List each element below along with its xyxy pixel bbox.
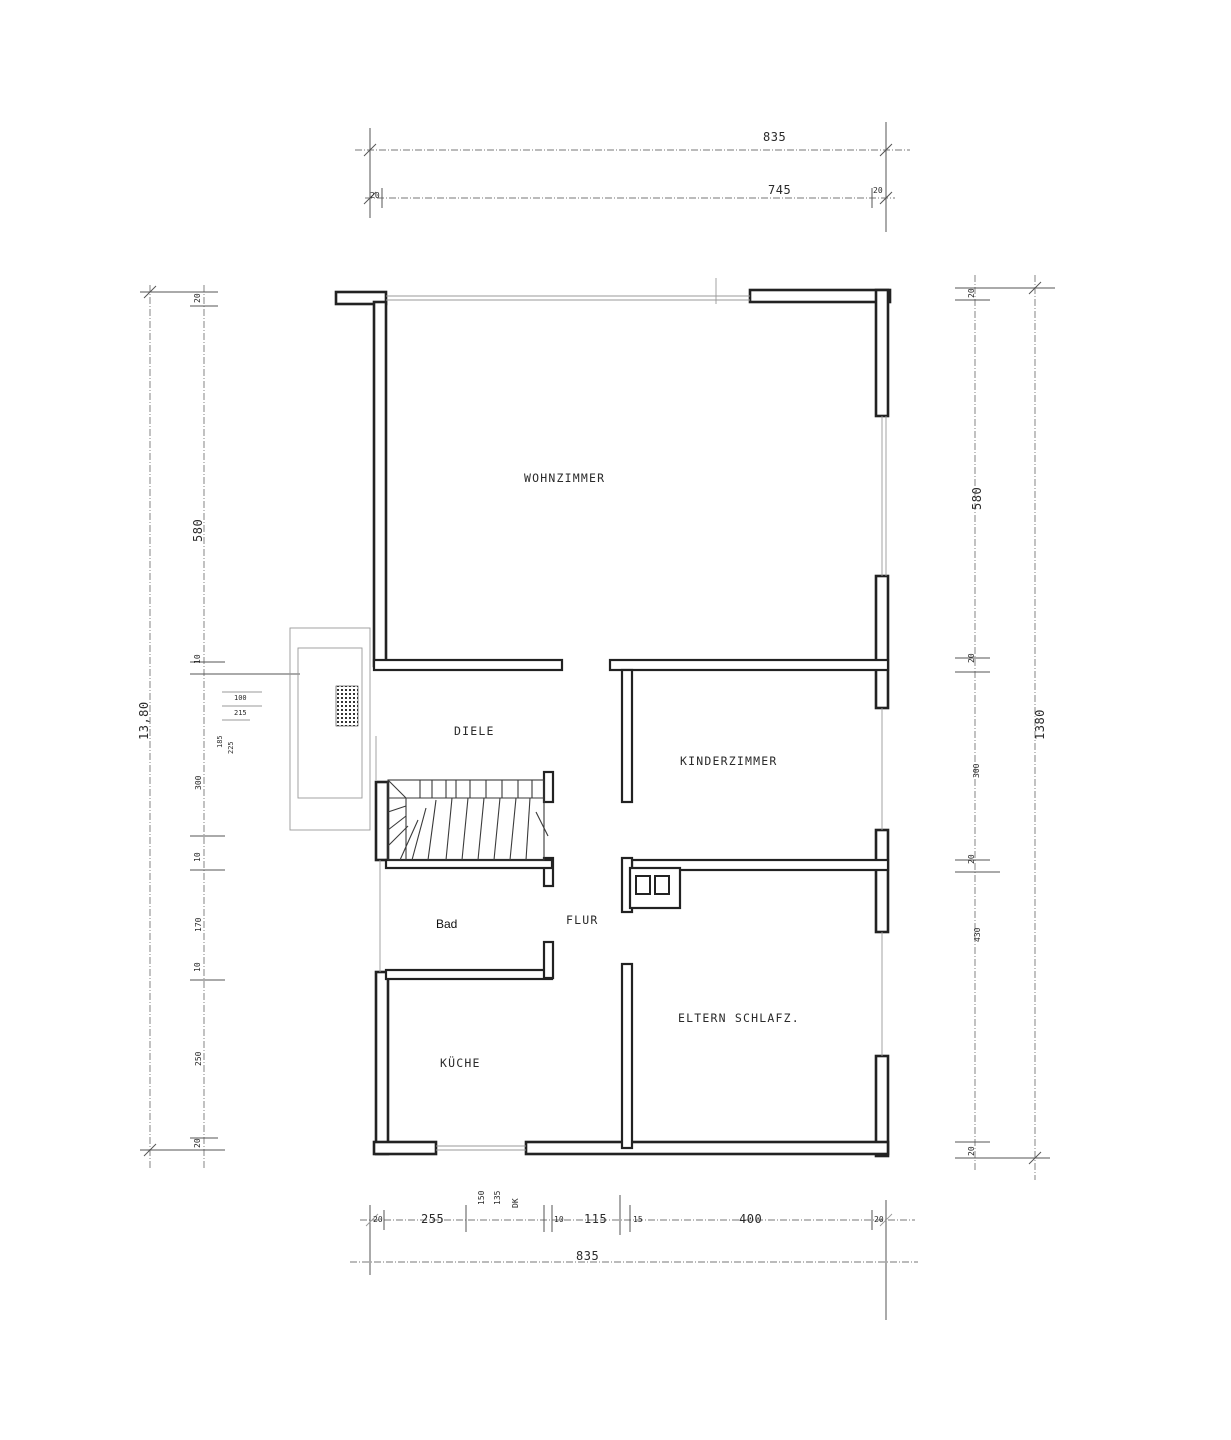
- left-stair-labels: 100 215 185 225: [216, 694, 247, 754]
- bottom-dim-seg-6: 20: [874, 1215, 884, 1224]
- room-label-eltern: ELTERN SCHLAFZ.: [678, 1011, 800, 1025]
- left-dim-seg-8: 20: [193, 1138, 202, 1148]
- left-dim-seg-5: 170: [194, 917, 203, 932]
- bottom-window-labels: 150 135 DK: [477, 1190, 520, 1208]
- top-left-wall-dimension: 20: [370, 191, 380, 200]
- left-dim-seg-6: 10: [193, 962, 202, 972]
- stair-label-3: 225: [227, 741, 235, 754]
- right-dim-seg-0: 20: [967, 288, 976, 298]
- window-lines: [375, 278, 887, 1151]
- right-segment-labels: 20 580 20 300 20 430 20: [967, 288, 984, 1156]
- bottom-dim-seg-3: 115: [584, 1212, 607, 1226]
- left-dim-seg-7: 250: [194, 1051, 203, 1066]
- bottom-segment-labels: 20 255 10 115 15 400 20: [373, 1212, 884, 1226]
- left-dim-seg-4: 10: [193, 852, 202, 862]
- room-label-wohnzimmer: WOHNZIMMER: [524, 471, 605, 485]
- room-label-flur: FLUR: [566, 913, 599, 927]
- staircase: [387, 779, 549, 861]
- interior-walls: [372, 658, 890, 1150]
- right-total-dimension: 1380: [1033, 709, 1047, 740]
- stair-label-0: 100: [234, 694, 247, 702]
- left-dim-seg-0: 20: [193, 293, 202, 303]
- window-width-label: 150: [477, 1190, 486, 1205]
- top-right-wall-dimension: 20: [873, 186, 883, 195]
- right-dim-seg-3: 300: [972, 763, 981, 778]
- bottom-dim-seg-4: 15: [633, 1215, 643, 1224]
- right-dim-seg-5: 430: [973, 927, 982, 942]
- room-label-bad: Bad: [436, 917, 457, 931]
- left-dim-seg-1: 580: [191, 519, 205, 542]
- left-total-dimension: 13,80: [137, 701, 151, 740]
- left-dim-seg-2: 10: [193, 654, 202, 664]
- bottom-dimension-lines: [350, 1195, 918, 1320]
- bottom-dim-seg-5: 400: [739, 1212, 762, 1226]
- exterior-walls: [334, 288, 892, 1158]
- entrance-stair: [289, 627, 371, 831]
- room-label-kueche: KÜCHE: [440, 1054, 481, 1070]
- bottom-total-dimension: 835: [576, 1249, 599, 1263]
- bottom-dim-seg-0: 20: [373, 1215, 383, 1224]
- right-dim-seg-1: 580: [970, 487, 984, 510]
- right-dim-seg-4: 20: [967, 854, 976, 864]
- right-dimension-lines: [955, 275, 1055, 1180]
- left-segment-labels: 20 580 10 300 10 170 10 250 20: [191, 293, 205, 1148]
- stair-label-2: 185: [216, 735, 224, 748]
- stair-label-1: 215: [234, 709, 247, 717]
- top-inner-dimension: 745: [768, 183, 791, 197]
- bottom-dim-seg-2: 10: [554, 1215, 564, 1224]
- room-label-kinderzimmer: KINDERZIMMER: [680, 754, 777, 768]
- room-label-diele: DIELE: [454, 724, 495, 738]
- top-dimension-lines: [355, 122, 910, 232]
- window-type-label: DK: [511, 1198, 520, 1208]
- top-total-dimension: 835: [763, 130, 786, 144]
- right-dim-seg-2: 20: [967, 653, 976, 663]
- left-dimension-lines: [140, 285, 300, 1170]
- window-height-label: 135: [493, 1190, 502, 1205]
- right-dim-seg-6: 20: [967, 1146, 976, 1156]
- bottom-dim-seg-1: 255: [421, 1212, 444, 1226]
- left-dim-seg-3: 300: [194, 775, 203, 790]
